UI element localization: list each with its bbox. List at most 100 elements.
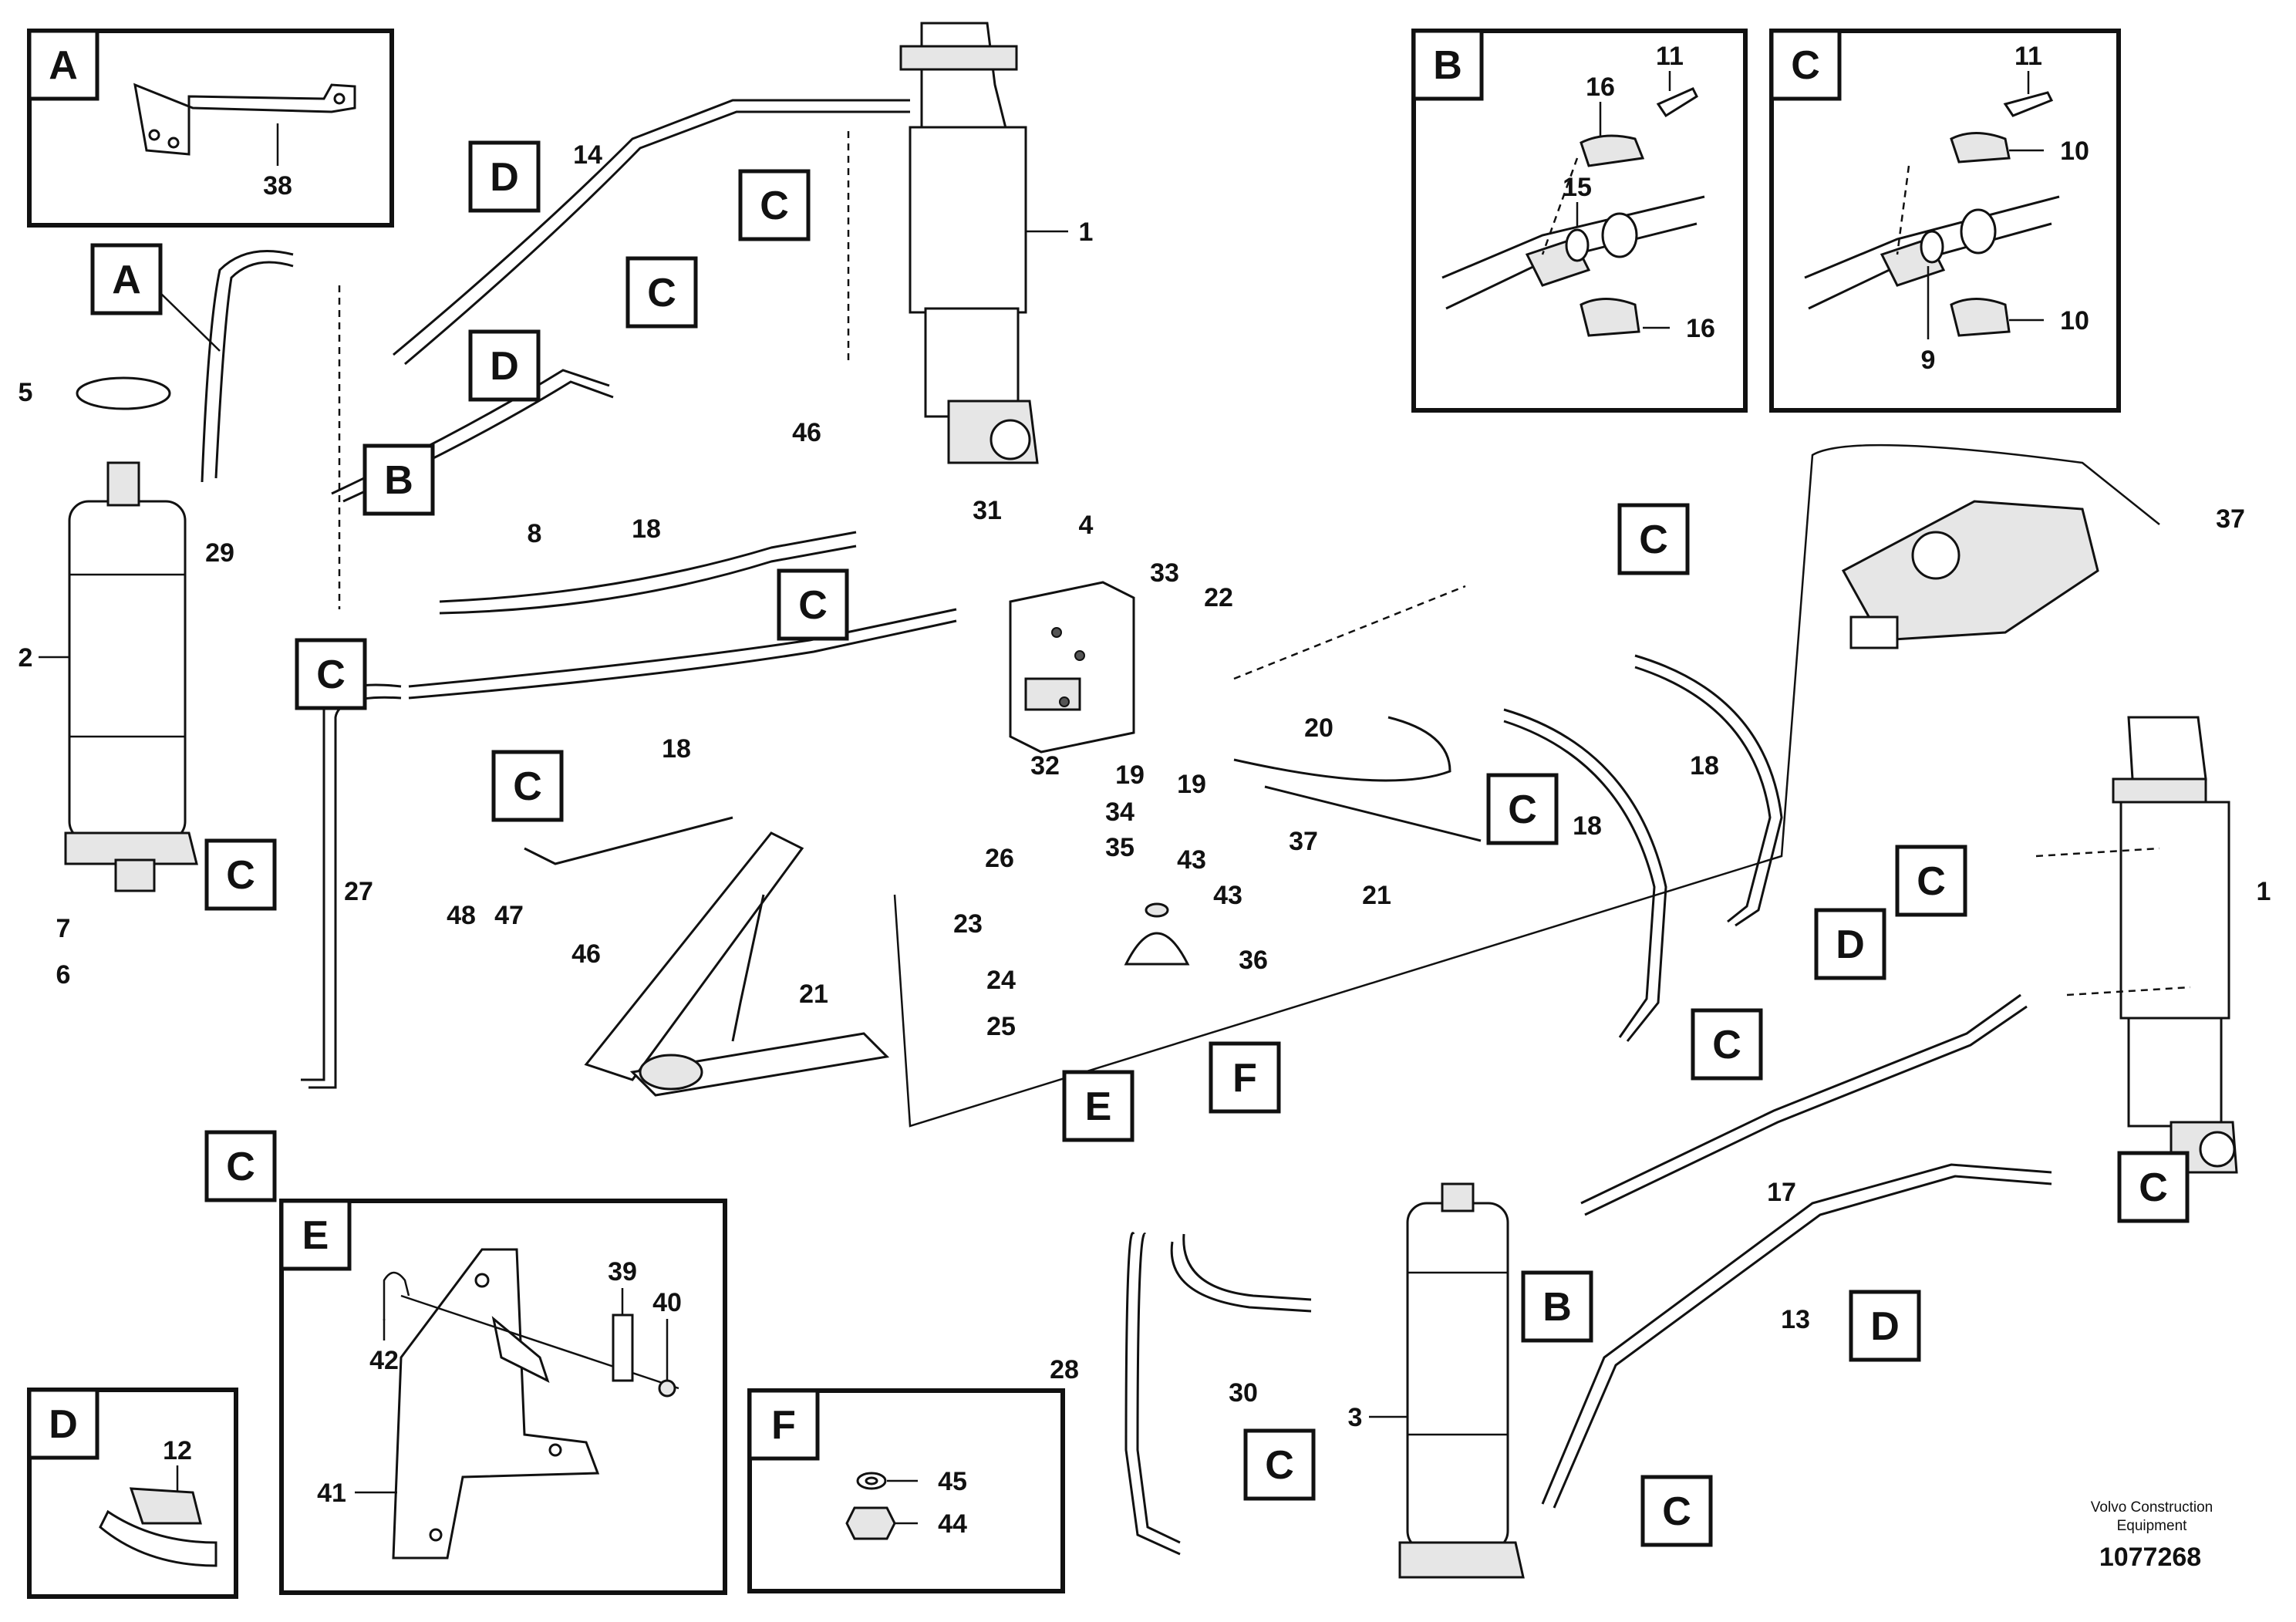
callout-1-top: 1 (1079, 218, 1094, 247)
callout-4: 4 (1079, 511, 1094, 540)
callout-18-a: 18 (632, 514, 661, 544)
callout-16-b-bottom: 16 (1686, 314, 1715, 343)
callout-18-c: 18 (1690, 751, 1719, 781)
view-label-d-3: D (1814, 908, 1886, 980)
callouts: 1 14 29 5 2 7 6 27 8 18 18 46 31 4 33 22… (19, 140, 2271, 1432)
callout-3: 3 (1348, 1403, 1363, 1432)
inset-b-letter: B (1433, 43, 1462, 88)
callout-42: 42 (369, 1346, 399, 1375)
callout-14: 14 (573, 140, 602, 170)
view-label-c-1: C (738, 169, 811, 241)
view-label-c-1-text: C (760, 184, 789, 228)
view-label-c-11: C (1895, 845, 1967, 917)
view-label-d-3-text: D (1836, 922, 1865, 967)
view-label-c-4: C (777, 568, 849, 641)
callout-10-c-top: 10 (2060, 137, 2089, 166)
inset-b: B 11 16 15 16 (1411, 29, 1748, 413)
callout-46-top: 46 (792, 418, 821, 447)
callout-10-c-bottom: 10 (2060, 306, 2089, 336)
view-label-c-7: C (204, 1130, 277, 1202)
inset-a-letter: A (49, 43, 78, 88)
view-label-c-13: C (1243, 1428, 1316, 1501)
callout-19-b: 19 (1177, 770, 1206, 799)
callout-39: 39 (608, 1257, 637, 1286)
callout-46-bottom: 46 (571, 939, 601, 969)
view-labels: A D C D C B C C (90, 140, 2190, 1547)
pump (1841, 500, 2099, 649)
callout-24: 24 (986, 966, 1016, 995)
callout-17: 17 (1767, 1178, 1796, 1207)
inset-c: C 11 10 9 10 (1769, 29, 2121, 413)
callout-40: 40 (652, 1288, 682, 1317)
callout-43-a: 43 (1177, 845, 1206, 875)
callout-30: 30 (1229, 1378, 1258, 1408)
callout-37-center: 37 (1289, 827, 1318, 856)
callout-16-b-top: 16 (1586, 73, 1615, 102)
inset-f: F 45 44 (747, 1388, 1065, 1593)
view-label-b-1: B (362, 443, 435, 516)
view-label-e: E (1062, 1070, 1135, 1142)
view-label-c-10-text: C (1712, 1023, 1741, 1067)
view-label-c-2: C (625, 256, 698, 329)
dashed-lines (338, 131, 2191, 996)
view-label-b-2-text: B (1542, 1285, 1572, 1330)
view-label-d-1-text: D (490, 155, 519, 200)
callout-28: 28 (1050, 1355, 1079, 1384)
pipe-assembly (584, 831, 890, 1097)
callout-21-right: 21 (1362, 881, 1391, 910)
inset-e-letter: E (302, 1213, 329, 1258)
inset-d: D 12 (27, 1388, 238, 1599)
callout-20: 20 (1304, 713, 1333, 743)
callout-41: 41 (317, 1479, 346, 1508)
view-label-d-2: D (468, 329, 541, 402)
accumulator-36 (1124, 902, 1190, 966)
hoses (201, 99, 2160, 1556)
footer-company-line2: Equipment (2117, 1518, 2188, 1534)
view-label-c-13-text: C (1265, 1443, 1294, 1488)
callout-23: 23 (953, 909, 983, 939)
view-label-c-12-text: C (2139, 1165, 2168, 1210)
valve-block (1009, 581, 1135, 754)
callout-26: 26 (985, 844, 1014, 873)
view-label-c-12: C (2117, 1151, 2190, 1223)
callout-37-right: 37 (2216, 504, 2245, 534)
inset-c-letter: C (1791, 43, 1820, 88)
callout-1-right: 1 (2257, 877, 2271, 906)
view-label-c-10: C (1691, 1008, 1763, 1081)
callout-22: 22 (1204, 583, 1233, 612)
accumulator-2 (64, 376, 198, 892)
callout-13: 13 (1781, 1305, 1810, 1334)
callout-35: 35 (1105, 833, 1135, 862)
view-label-d-1: D (468, 140, 541, 213)
cylinder-right (2112, 716, 2238, 1174)
callout-19-a: 19 (1115, 760, 1145, 790)
view-label-b-2: B (1521, 1270, 1593, 1343)
callout-38: 38 (263, 171, 292, 201)
view-label-c-3: C (295, 638, 367, 710)
view-label-c-5-text: C (513, 764, 542, 809)
view-label-c-8: C (1617, 503, 1690, 575)
callout-11-b: 11 (1656, 42, 1684, 71)
callout-18-b: 18 (662, 734, 691, 764)
view-label-c-7-text: C (226, 1145, 255, 1189)
view-label-f-text: F (1232, 1056, 1257, 1101)
callout-18-d: 18 (1573, 811, 1602, 841)
callout-48: 48 (447, 901, 476, 930)
view-label-e-text: E (1085, 1084, 1112, 1129)
callout-47: 47 (494, 901, 524, 930)
inset-d-letter: D (49, 1402, 78, 1447)
callout-2: 2 (19, 643, 33, 673)
callout-7: 7 (56, 914, 71, 943)
cylinder-top (899, 22, 1039, 464)
callout-5: 5 (19, 378, 33, 407)
callout-45: 45 (938, 1467, 967, 1496)
callout-43-b: 43 (1213, 881, 1242, 910)
inset-a: A 38 (27, 29, 394, 228)
callout-32: 32 (1030, 751, 1060, 781)
view-label-c-14: C (1640, 1475, 1713, 1547)
view-label-a-text: A (112, 258, 141, 302)
view-label-c-8-text: C (1639, 518, 1668, 562)
view-label-b-1-text: B (384, 458, 413, 503)
view-label-c-11-text: C (1917, 859, 1946, 904)
